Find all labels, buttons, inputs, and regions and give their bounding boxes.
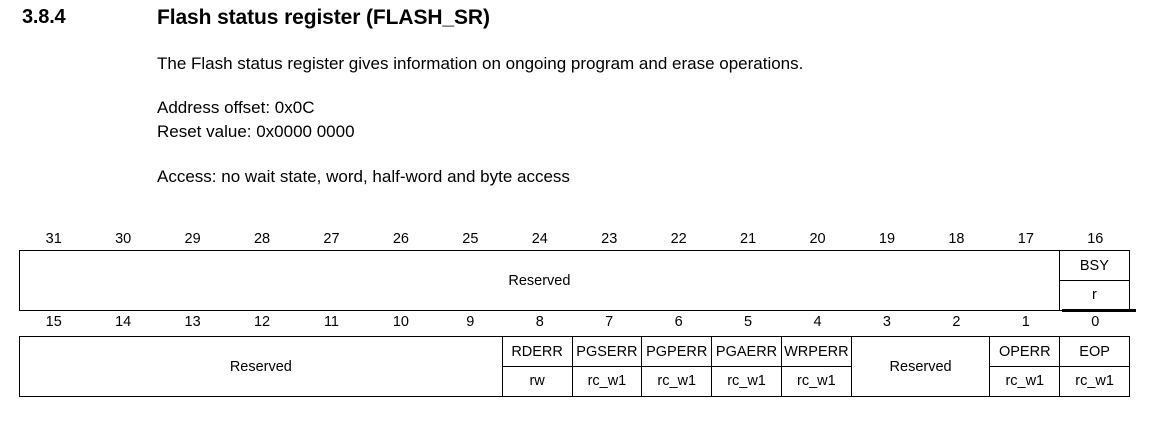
field-name-reserved: Reserved [508,272,571,289]
field-name: OPERR [998,343,1051,360]
field-name: BSY [1079,257,1109,274]
field-access-type: rc_w1 [1060,366,1129,395]
bit-number: 30 [115,231,132,247]
bit-number: 11 [323,314,339,330]
field-name: EOP [1079,343,1110,360]
bit-number: 28 [253,231,271,247]
field-name: PGAERR [715,343,778,360]
field-name: PGSERR [576,343,638,360]
reset-value-text: Reset value: 0x0000 0000 [157,122,355,141]
bit-number: 27 [323,231,340,247]
bit-number: 31 [45,231,62,247]
field-access-type: rc_w1 [781,366,851,395]
bit-number-row-high: 31 30 29 28 27 26 25 24 23 22 21 20 19 18 17 16 [19,228,1130,250]
bit-number: 0 [1091,314,1100,330]
field-access-type: rc_w1 [572,366,642,395]
field-name-reserved: Reserved [229,358,292,375]
page-heading: 3.8.4 Flash status register (FLASH_SR) [0,6,1150,36]
bit-number: 18 [948,231,965,247]
bit-number: 9 [466,314,475,330]
bit-number: 12 [253,314,271,330]
bit-number: 26 [392,231,409,247]
bit-number: 20 [809,231,826,247]
bit-number: 1 [1021,314,1030,330]
register-field-cell: WRPERR rc_w1 [780,337,851,396]
register-field-cell: Reserved [20,337,502,396]
register-field-cell: EOP rc_w1 [1059,337,1129,396]
field-access-type: rc_w1 [642,366,712,395]
register-description: The Flash status register gives informat… [157,54,804,73]
register-field-cell: RDERR rw [501,337,572,396]
bit-number: 15 [45,314,62,330]
bit-number: 23 [601,231,618,247]
bit-number: 13 [184,314,201,330]
bit-number: 6 [674,314,683,330]
bit-number: 24 [531,231,548,247]
bit-number: 14 [115,314,132,330]
address-offset-text: Address offset: 0x0C [157,98,315,117]
register-field-cell: BSY r [1058,251,1129,310]
bit-number: 19 [878,231,896,247]
field-name-reserved: Reserved [889,358,952,375]
register-field-cell: OPERR rc_w1 [989,337,1060,396]
register-row-high: Reserved BSY r [19,250,1130,311]
register-field-cell: Reserved [850,337,990,396]
bit-number: 29 [184,231,201,247]
bit-number: 21 [740,231,757,247]
bit-number: 4 [813,314,822,330]
field-name: RDERR [511,343,563,360]
field-access-type: rc_w1 [712,366,781,395]
section-number: 3.8.4 [22,6,66,28]
bit-number: 7 [605,314,614,330]
bit-number: 3 [882,314,891,330]
register-field-cell: Reserved [20,251,1059,310]
field-access-type: rw [502,366,572,395]
field-access-type: r [1059,280,1129,309]
bit-number: 5 [744,314,753,330]
field-name: PGPERR [646,343,708,360]
register-field-cell: PGPERR rc_w1 [641,337,712,396]
bit-number: 2 [952,314,961,330]
field-name: WRPERR [784,343,849,360]
register-field-cell: PGAERR rc_w1 [711,337,781,396]
register-row-underline [1061,309,1136,312]
field-access-type: rc_w1 [990,366,1060,395]
bit-number: 17 [1017,231,1034,247]
bit-number: 10 [392,314,409,330]
bit-number: 8 [535,314,544,330]
bit-number: 25 [462,231,479,247]
page-title: Flash status register (FLASH_SR) [157,6,490,29]
register-field-cell: PGSERR rc_w1 [571,337,642,396]
bit-number: 16 [1087,231,1104,247]
bit-number: 22 [670,231,687,247]
access-text: Access: no wait state, word, half-word a… [157,167,570,186]
